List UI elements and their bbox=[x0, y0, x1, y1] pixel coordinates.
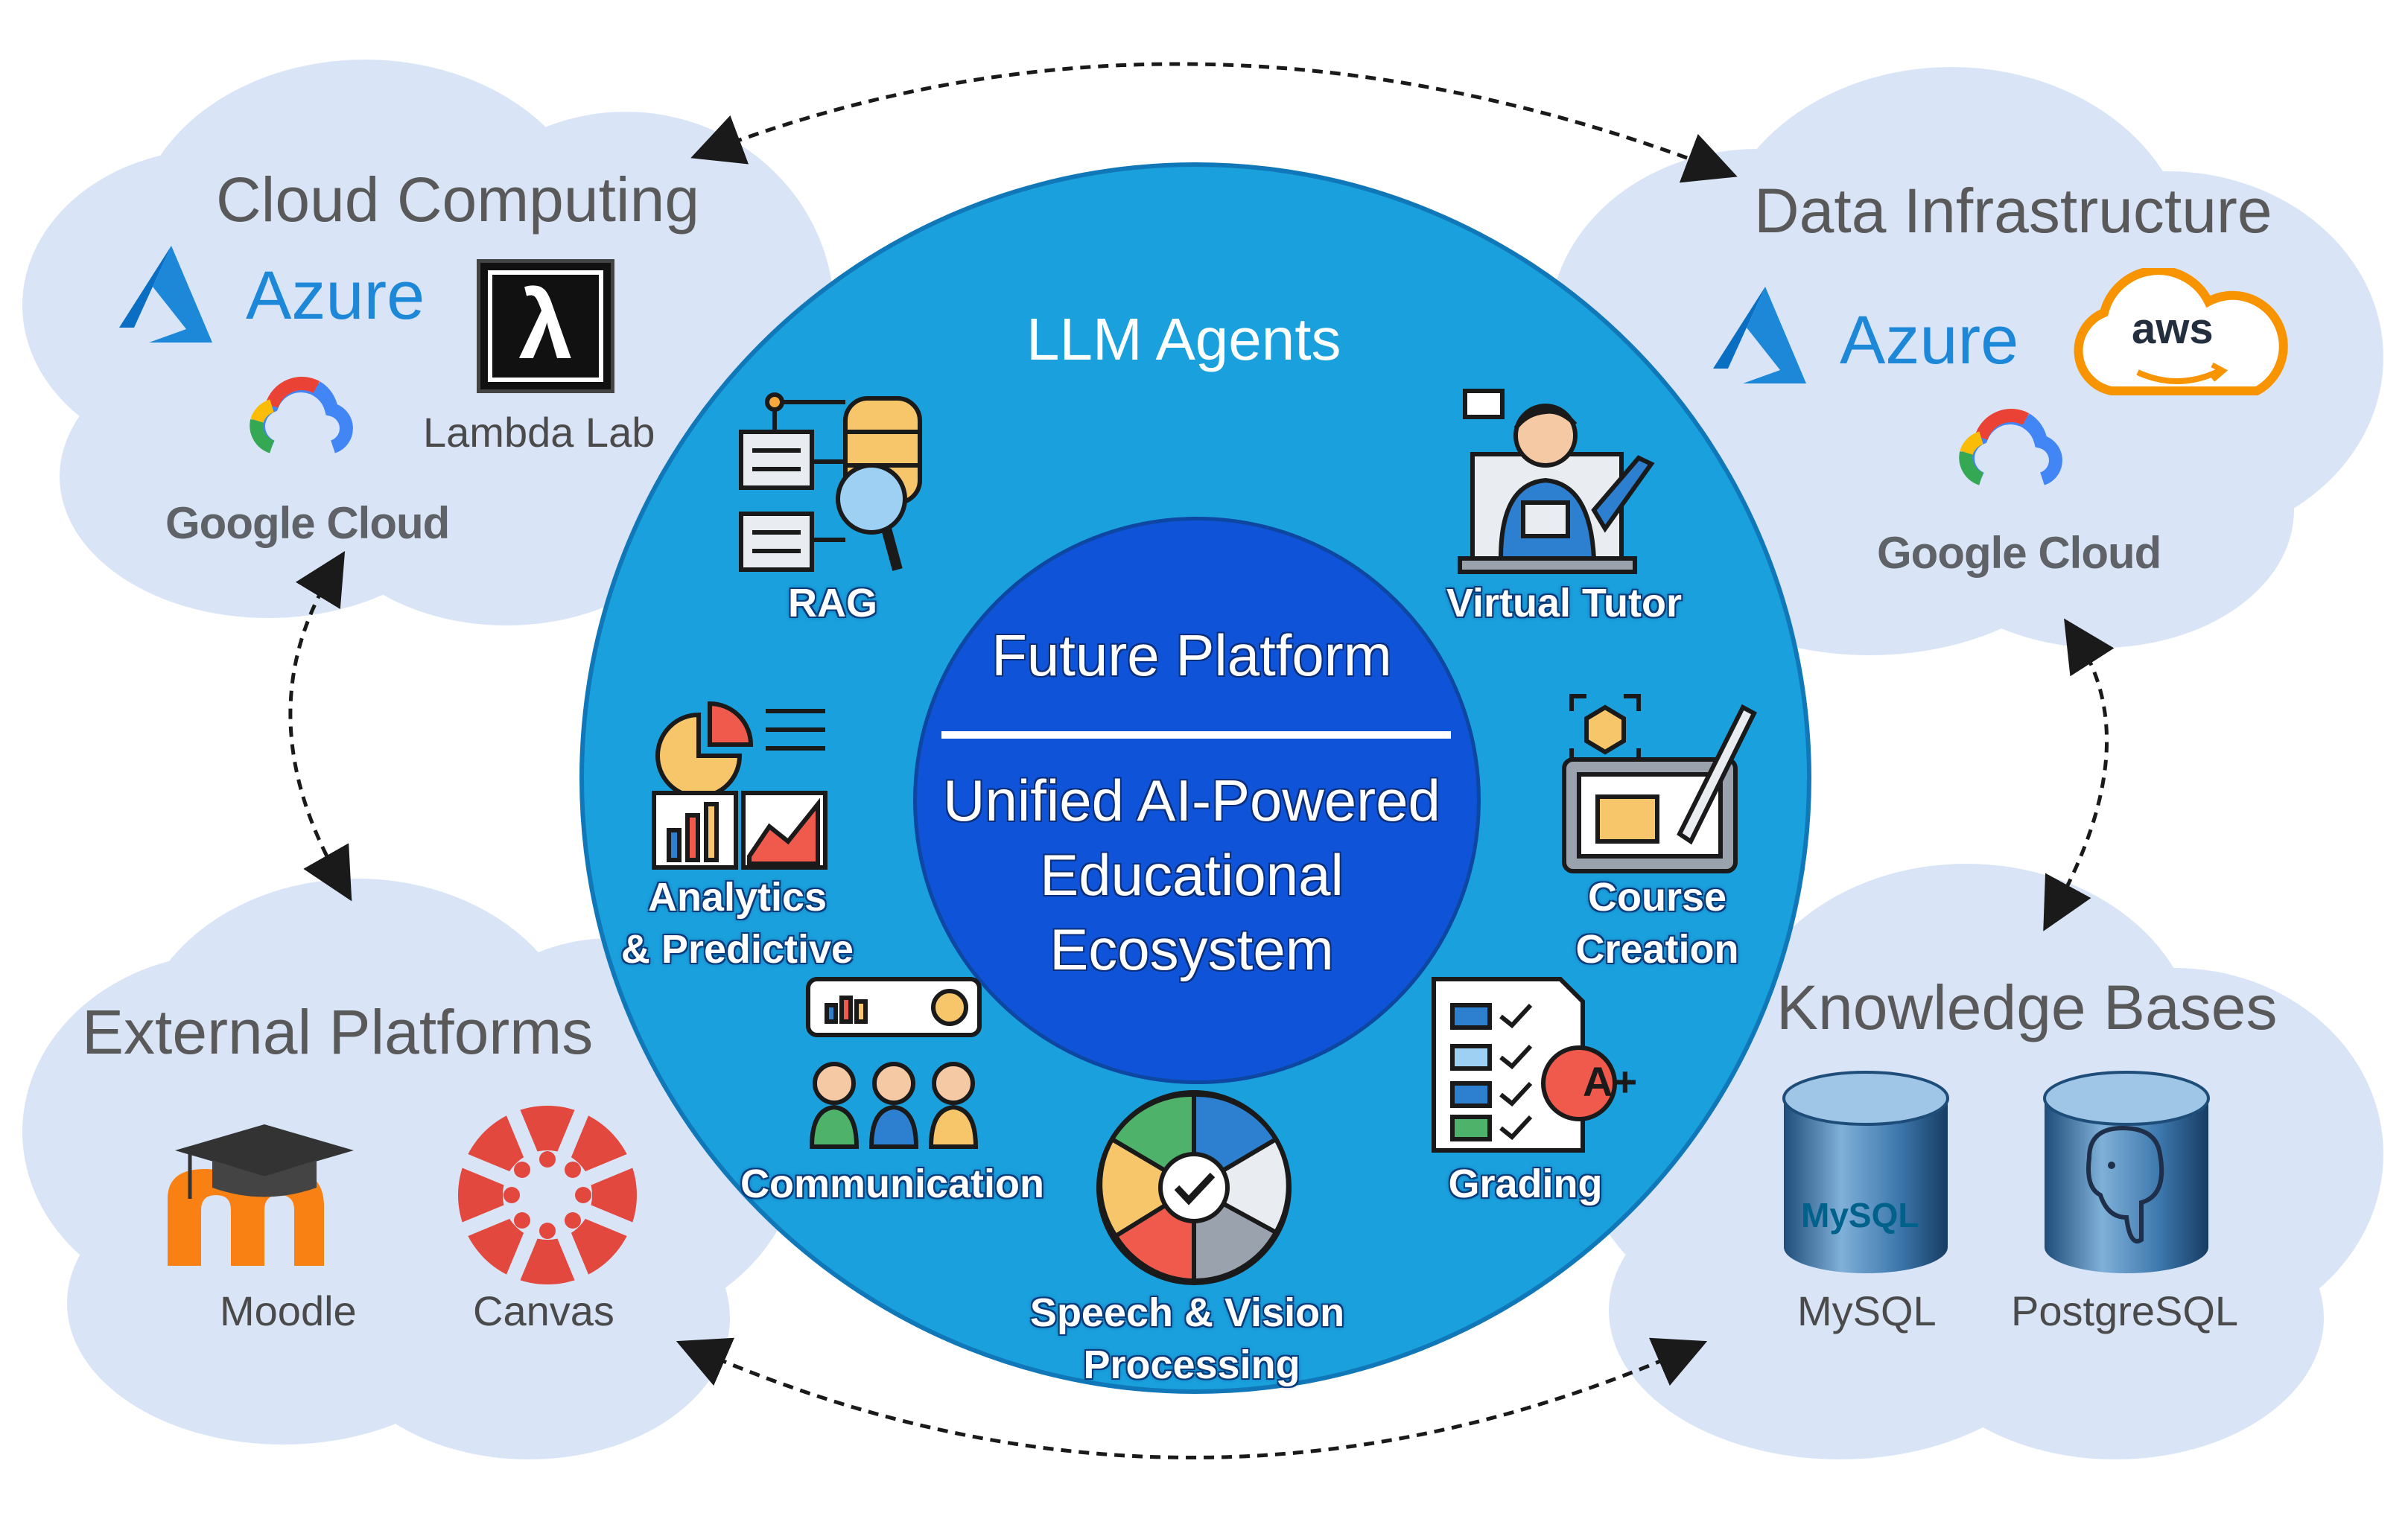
grading-label: Grading bbox=[1448, 1162, 1603, 1206]
azure-icon bbox=[1713, 287, 1806, 383]
arrow-bottom bbox=[676, 1337, 1708, 1459]
course-creation-icon bbox=[1562, 694, 1757, 873]
aws-cloud-icon bbox=[2074, 268, 2288, 395]
lambda-symbol: λ bbox=[518, 270, 573, 379]
cloud-computing-title: Cloud Computing bbox=[216, 165, 700, 235]
virtual-tutor-label: Virtual Tutor bbox=[1446, 581, 1683, 625]
mysql-label: MySQL bbox=[1797, 1287, 1937, 1334]
subtitle-line-1: Unified AI-Powered bbox=[943, 768, 1440, 833]
google-cloud-label: Google Cloud bbox=[165, 498, 450, 548]
platform-title: Future Platform bbox=[991, 622, 1392, 688]
canvas-label: Canvas bbox=[473, 1287, 614, 1334]
speech-vision-label-line-1: Speech & Vision bbox=[1029, 1290, 1345, 1335]
course-creation-label-line-1: Course bbox=[1587, 875, 1727, 920]
virtual-tutor-icon bbox=[1458, 389, 1655, 574]
google-cloud-icon bbox=[1959, 409, 2062, 485]
communication-label: Communication bbox=[740, 1162, 1045, 1206]
subtitle-line-3: Ecosystem bbox=[1049, 917, 1334, 982]
data-infrastructure-title: Data Infrastructure bbox=[1754, 176, 2272, 246]
rag-icon bbox=[739, 392, 922, 572]
postgresql-database-icon bbox=[2043, 1071, 2210, 1273]
communication-icon bbox=[806, 977, 982, 1149]
mysql-database-icon bbox=[1782, 1071, 1949, 1273]
moodle-label: Moodle bbox=[220, 1287, 357, 1334]
analytics-icon bbox=[652, 701, 827, 870]
analytics-label-line-2: & Predictive bbox=[620, 927, 854, 972]
speech-vision-label-line-2: Processing bbox=[1083, 1343, 1300, 1387]
lambda-lab-label: Lambda Lab bbox=[423, 409, 655, 456]
arrow-left bbox=[288, 551, 352, 902]
course-creation-label-line-2: Creation bbox=[1575, 927, 1739, 972]
moodle-icon bbox=[168, 1124, 354, 1266]
analytics-label-line-1: Analytics bbox=[647, 875, 827, 920]
grading-icon bbox=[1432, 977, 1617, 1153]
azure-label: Azure bbox=[1840, 302, 2019, 378]
arrow-right bbox=[2043, 618, 2115, 931]
knowledge-bases-title: Knowledge Bases bbox=[1776, 972, 2278, 1042]
aws-label: aws bbox=[2132, 305, 2214, 353]
core-divider bbox=[941, 731, 1451, 739]
rag-label: RAG bbox=[788, 581, 877, 625]
arrow-top bbox=[690, 62, 1738, 183]
ring-title: LLM Agents bbox=[1026, 306, 1341, 372]
lambda-icon: λ bbox=[477, 259, 614, 393]
subtitle-line-2: Educational bbox=[1040, 842, 1344, 908]
google-cloud-label: Google Cloud bbox=[1877, 528, 2161, 578]
google-cloud-icon bbox=[250, 377, 353, 453]
external-platforms-title: External Platforms bbox=[82, 997, 594, 1067]
speech-vision-icon bbox=[1096, 1090, 1292, 1285]
canvas-icon bbox=[455, 1103, 640, 1287]
azure-icon bbox=[119, 246, 212, 343]
azure-label: Azure bbox=[246, 258, 425, 334]
postgresql-label: PostgreSQL bbox=[2011, 1287, 2239, 1334]
mysql-logo-text: MySQL bbox=[1801, 1196, 1919, 1235]
platform-core bbox=[913, 517, 1481, 1084]
grading-badge: A+ bbox=[1583, 1058, 1638, 1105]
